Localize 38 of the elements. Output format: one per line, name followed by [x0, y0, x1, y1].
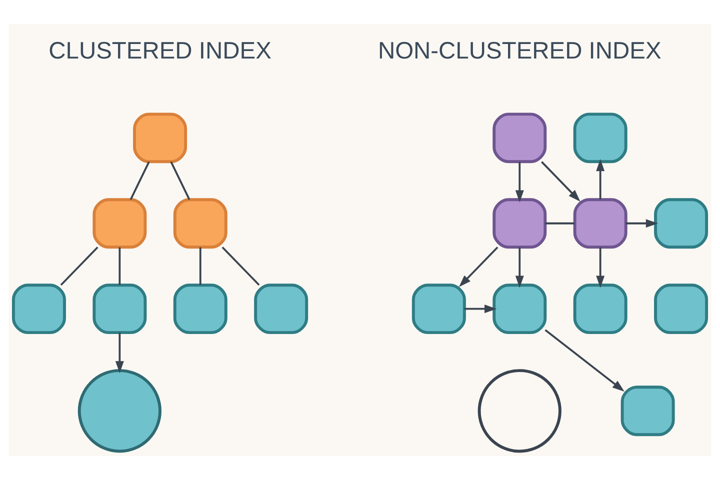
connector — [545, 222, 574, 224]
label: NON-CLUSTERED INDEX — [378, 38, 662, 64]
node-box — [173, 198, 228, 249]
arrow — [515, 247, 524, 288]
node-box — [254, 284, 308, 334]
node-box — [654, 198, 708, 249]
node-box — [573, 284, 628, 334]
arrow — [596, 158, 605, 200]
arrow — [596, 247, 605, 288]
arrow — [115, 332, 124, 374]
node-box — [492, 284, 547, 334]
label: CLUSTERED INDEX — [48, 38, 272, 64]
arrow — [458, 246, 498, 288]
node-box — [12, 284, 66, 334]
node-box — [133, 112, 188, 164]
node-circle — [78, 369, 162, 453]
arrow — [626, 219, 658, 228]
node-box — [92, 198, 147, 249]
arrow — [544, 329, 624, 392]
arrow — [515, 162, 524, 202]
node-box — [573, 112, 628, 164]
node-box — [173, 284, 228, 334]
node-circle — [478, 369, 562, 453]
node-box — [492, 112, 547, 164]
node-box — [654, 284, 708, 334]
arrow — [464, 304, 497, 314]
connector — [170, 161, 190, 200]
connector — [118, 247, 121, 285]
arrow — [541, 161, 580, 202]
connector — [222, 246, 260, 286]
node-box — [573, 198, 628, 249]
connector — [130, 161, 150, 200]
node-box — [412, 284, 466, 334]
connector — [60, 246, 98, 286]
connector — [199, 247, 202, 285]
node-box — [620, 386, 675, 436]
node-box — [492, 198, 547, 249]
node-box — [92, 284, 147, 334]
